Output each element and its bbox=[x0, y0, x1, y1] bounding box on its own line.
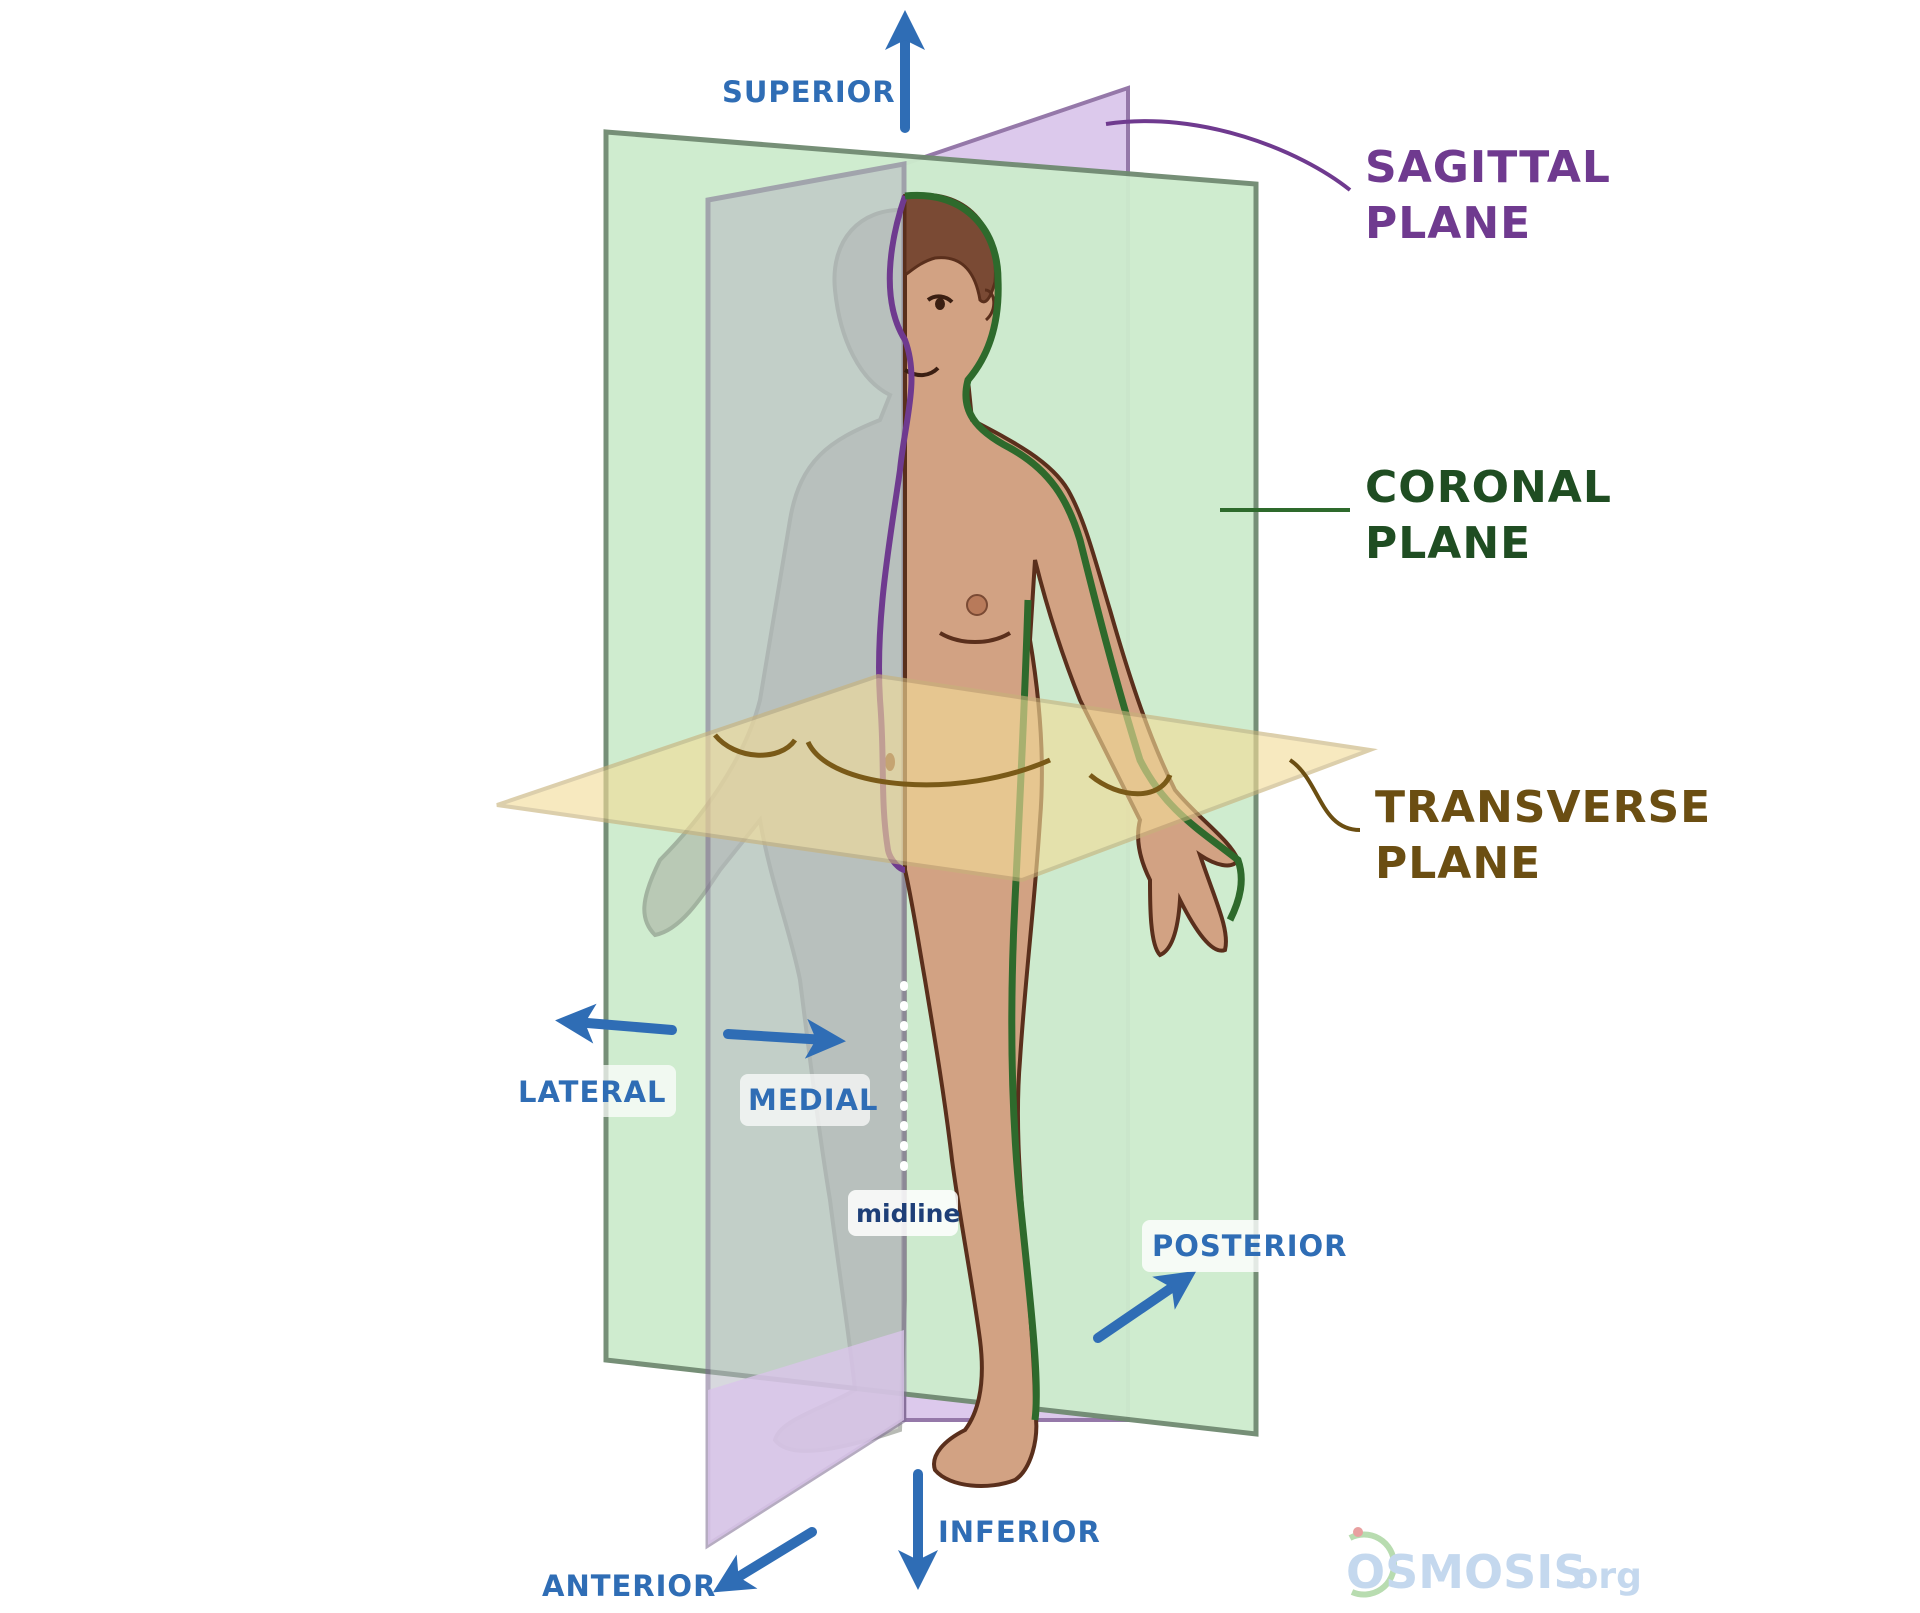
osmosis-logo: OSMOSIS .org bbox=[1346, 1527, 1642, 1599]
inferior-label: INFERIOR bbox=[938, 1515, 1101, 1549]
coronal-plane-label-line1: CORONAL bbox=[1365, 462, 1612, 513]
coronal-body-outline bbox=[904, 191, 1245, 922]
sagittal-leader-line bbox=[1105, 119, 1352, 192]
logo-name: OSMOSIS bbox=[1346, 1545, 1587, 1599]
transverse-plane bbox=[496, 673, 1378, 883]
ear bbox=[984, 288, 996, 322]
sagittal-plane-label-line2: PLANE bbox=[1365, 198, 1531, 249]
posterior-label: POSTERIOR bbox=[1152, 1229, 1348, 1263]
transverse-plane-label-line2: PLANE bbox=[1375, 838, 1541, 889]
logo-ring-icon bbox=[1348, 1531, 1398, 1598]
anterior-arrow bbox=[712, 1527, 817, 1593]
sagittal-plane-label-line1: SAGITTAL bbox=[1365, 142, 1611, 193]
transverse-leader-line bbox=[1288, 758, 1361, 832]
medial-label: MEDIAL bbox=[748, 1083, 878, 1117]
medial-arrow bbox=[723, 1018, 846, 1059]
logo-suffix: .org bbox=[1560, 1556, 1642, 1597]
anterior-label: ANTERIOR bbox=[542, 1569, 716, 1603]
lateral-arrow bbox=[555, 1003, 677, 1044]
midline-label: midline bbox=[856, 1199, 960, 1228]
superior-label: SUPERIOR bbox=[722, 75, 896, 109]
posterior-arrow bbox=[1093, 1270, 1197, 1343]
transverse-plane-label-line1: TRANSVERSE bbox=[1375, 782, 1711, 833]
lateral-label: LATERAL bbox=[518, 1075, 667, 1109]
coronal-plane-label-line2: PLANE bbox=[1365, 518, 1531, 569]
body-figure bbox=[885, 192, 1241, 1488]
eye bbox=[926, 294, 954, 304]
mouth bbox=[903, 366, 940, 377]
nipple bbox=[966, 594, 988, 616]
